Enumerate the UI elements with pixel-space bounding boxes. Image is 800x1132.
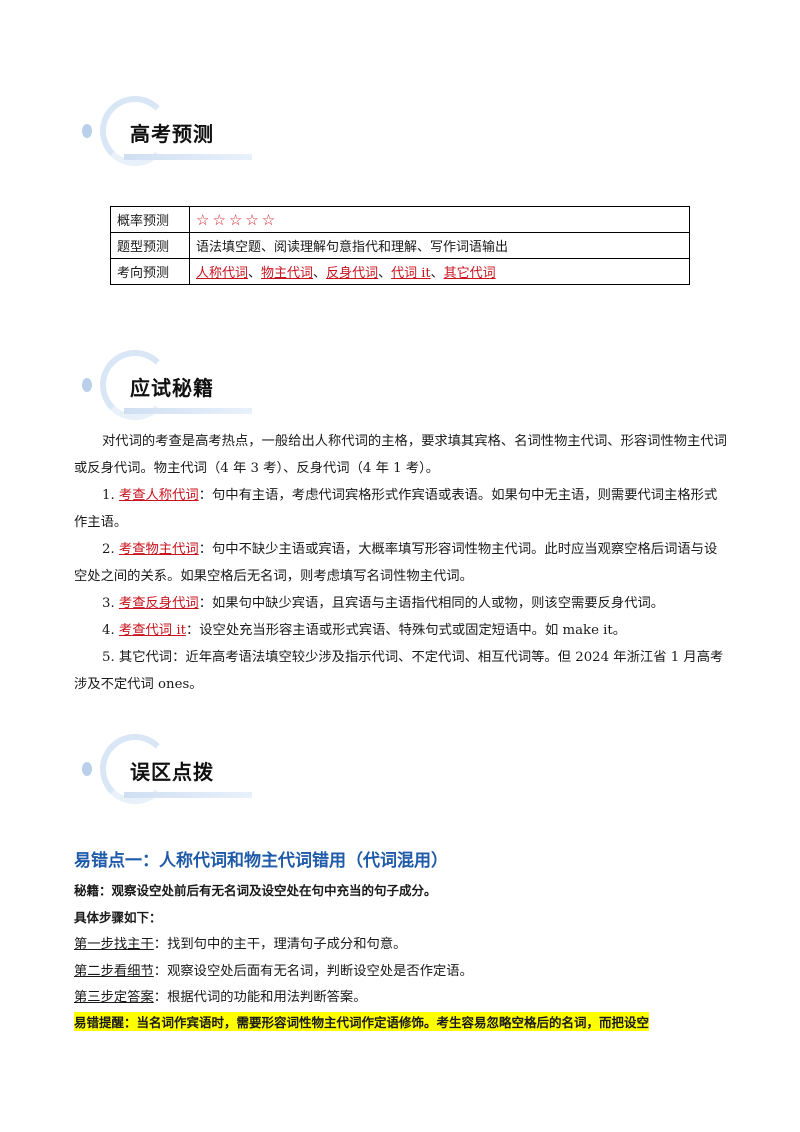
topic-link[interactable]: 人称代词: [196, 266, 249, 281]
decorative-arc: [100, 734, 170, 804]
item-key[interactable]: 考查人称代词: [118, 488, 199, 503]
separator: 、: [430, 266, 444, 281]
topic-link[interactable]: 反身代词: [326, 266, 379, 281]
decorative-dot: [82, 378, 92, 392]
strategy-item: 4. 考查代词 it：设空处充当形容主语或形式宾语、特殊句式或固定短语中。如 m…: [74, 617, 728, 644]
star-rating: ☆☆☆☆☆: [196, 210, 279, 229]
item-key[interactable]: 考查反身代词: [118, 596, 199, 611]
item-number: 4.: [102, 623, 115, 638]
decorative-bar: [124, 408, 252, 414]
separator: 、: [378, 266, 392, 281]
step-key: 第二步看细节: [74, 964, 154, 979]
table-row: 概率预测 ☆☆☆☆☆: [110, 206, 690, 233]
item-text: 其它代词：近年高考语法填空较少涉及指示代词、不定代词、相互代词等。但 2024 …: [74, 650, 724, 692]
decorative-arc: [100, 350, 170, 420]
row-value: 人称代词、物主代词、反身代词、代词 it、其它代词: [189, 258, 690, 285]
decorative-dot: [82, 124, 92, 138]
item-key[interactable]: 考查物主代词: [118, 542, 199, 557]
item-number: 1.: [102, 488, 115, 503]
step-text: ：根据代词的功能和用法判断答案。: [153, 990, 367, 1005]
section-title: 应试秘籍: [130, 376, 214, 400]
step-text: ：观察设空处后面有无名词，判断设空处是否作定语。: [153, 964, 473, 979]
section-title: 高考预测: [130, 122, 214, 146]
step-text: ：找到句中的主干，理清句子成分和句意。: [153, 937, 407, 952]
item-key[interactable]: 考查代词 it: [118, 623, 186, 638]
row-label: 考向预测: [110, 258, 190, 285]
decorative-bar: [124, 792, 252, 798]
topic-link[interactable]: 代词 it: [391, 266, 431, 281]
mistake-topic-heading: 易错点一：人称代词和物主代词错用（代词混用）: [74, 851, 448, 871]
topic-link[interactable]: 物主代词: [261, 266, 314, 281]
row-label: 题型预测: [110, 232, 190, 259]
table-row: 考向预测 人称代词、物主代词、反身代词、代词 it、其它代词: [110, 258, 690, 285]
strategy-item: 3. 考查反身代词：如果句中缺少宾语，且宾语与主语指代相同的人或物，则该空需要反…: [74, 590, 728, 617]
decorative-bar: [124, 154, 252, 160]
item-number: 3.: [102, 596, 115, 611]
step-key: 第一步找主干: [74, 937, 154, 952]
section-header-forecast: 高考预测: [74, 96, 254, 168]
row-value: 语法填空题、阅读理解句意指代和理解、写作词语输出: [189, 232, 690, 259]
step-item: 第一步找主干：找到句中的主干，理清句子成分和句意。: [74, 933, 406, 952]
row-value: ☆☆☆☆☆: [189, 206, 690, 233]
step-item: 第二步看细节：观察设空处后面有无名词，判断设空处是否作定语。: [74, 960, 473, 979]
strategy-item: 5. 其它代词：近年高考语法填空较少涉及指示代词、不定代词、相互代词等。但 20…: [74, 644, 728, 698]
topic-link[interactable]: 其它代词: [443, 266, 496, 281]
strategy-item: 2. 考查物主代词：句中不缺少主语或宾语，大概率填写形容词性物主代词。此时应当观…: [74, 536, 728, 590]
decorative-arc: [100, 96, 170, 166]
decorative-dot: [82, 762, 92, 776]
item-text: ：如果句中缺少宾语，且宾语与主语指代相同的人或物，则该空需要反身代词。: [198, 596, 665, 611]
forecast-table: 概率预测 ☆☆☆☆☆ 题型预测 语法填空题、阅读理解句意指代和理解、写作词语输出…: [110, 206, 690, 285]
strategy-item: 1. 考查人称代词：句中有主语，考虑代词宾格形式作宾语或表语。如果句中无主语，则…: [74, 482, 728, 536]
section-title: 误区点拨: [130, 760, 214, 784]
row-label: 概率预测: [110, 206, 190, 233]
separator: 、: [313, 266, 327, 281]
table-row: 题型预测 语法填空题、阅读理解句意指代和理解、写作词语输出: [110, 232, 690, 259]
item-number: 2.: [102, 542, 115, 557]
item-text: ：句中有主语，考虑代词宾格形式作宾语或表语。如果句中无主语，则需要代词主格形式作…: [74, 488, 718, 530]
item-text: ：设空处充当形容主语或形式宾语、特殊句式或固定短语中。如 make it。: [185, 623, 627, 638]
step-item: 第三步定答案：根据代词的功能和用法判断答案。: [74, 986, 367, 1005]
separator: 、: [248, 266, 262, 281]
strategy-intro: 对代词的考查是高考热点，一般给出人称代词的主格，要求填其宾格、名词性物主代词、形…: [74, 434, 727, 476]
steps-title: 具体步骤如下：: [74, 910, 162, 925]
section-header-strategy: 应试秘籍: [74, 350, 254, 422]
section-header-mistakes: 误区点拨: [74, 734, 254, 806]
item-text: ：句中不缺少主语或宾语，大概率填写形容词性物主代词。此时应当观察空格后词语与设空…: [74, 542, 718, 584]
warning-highlight: 易错提醒：当名词作宾语时，需要形容词性物主代词作定语修饰。考生容易忽略空格后的名…: [74, 1012, 650, 1031]
item-number: 5.: [102, 650, 115, 665]
secret-tip: 秘籍：观察设空处前后有无名词及设空处在句中充当的句子成分。: [74, 883, 437, 898]
step-key: 第三步定答案: [74, 990, 154, 1005]
